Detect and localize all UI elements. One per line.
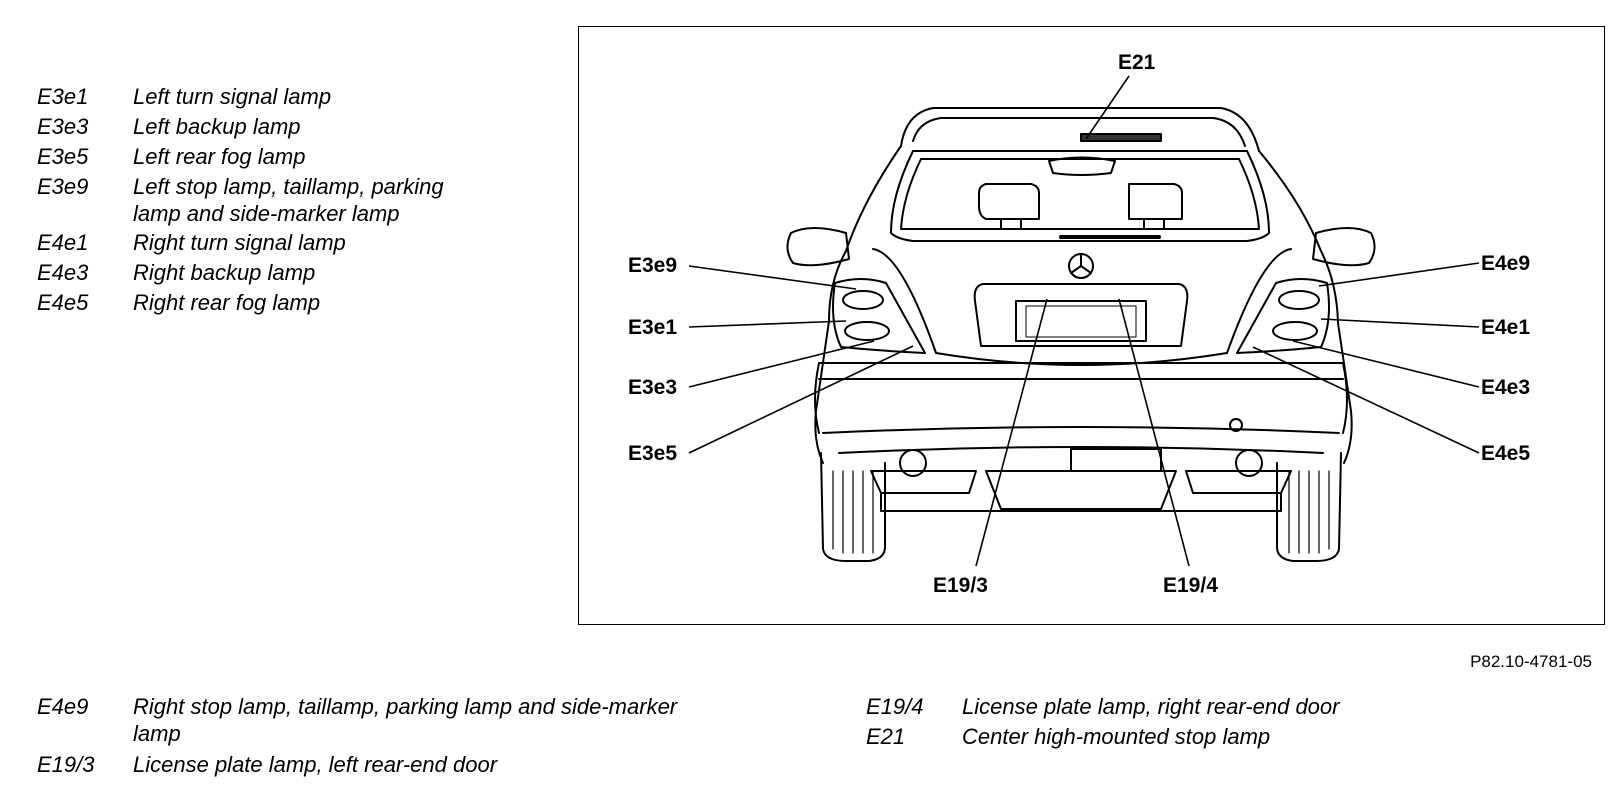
- legend-description-continued: lamp and side-marker lamp: [133, 201, 400, 226]
- legend-code: E21: [866, 724, 906, 749]
- callout-e4e9: E4e9: [1481, 252, 1530, 275]
- legend-description: Left turn signal lamp: [133, 84, 332, 109]
- legend-description: License plate lamp, left rear-end door: [133, 752, 498, 777]
- legend-code: E4e9: [37, 694, 89, 719]
- legend-description: Left rear fog lamp: [133, 144, 306, 169]
- legend-description: Left backup lamp: [133, 114, 301, 139]
- callout-e3e1: E3e1: [628, 316, 677, 339]
- legend-code: E4e1: [37, 230, 89, 255]
- callout-e21: E21: [1118, 51, 1156, 74]
- legend-code: E19/4: [866, 694, 924, 719]
- legend-code: E3e9: [37, 174, 89, 199]
- legend-description: Right rear fog lamp: [133, 290, 321, 315]
- legend-code: E19/3: [37, 752, 95, 777]
- legend-description: Right backup lamp: [133, 260, 316, 285]
- legend-code: E3e5: [37, 144, 89, 169]
- legend-description: Right turn signal lamp: [133, 230, 346, 255]
- legend-code: E3e3: [37, 114, 89, 139]
- callout-e3e5: E3e5: [628, 442, 677, 465]
- leader-lines: [688, 75, 1480, 567]
- legend-description: Left stop lamp, taillamp, parking: [133, 174, 444, 199]
- car-rear-diagram: E21 E3e9 E3e1 E3e3 E3e5 E4e9 E4e1 E4e3 E…: [628, 51, 1530, 597]
- reference-number: P82.10-4781-05: [1470, 652, 1592, 671]
- legend-description: Right stop lamp, taillamp, parking lamp …: [133, 694, 678, 719]
- callout-e4e1: E4e1: [1481, 316, 1530, 339]
- diagram-frame: E21 E3e9 E3e1 E3e3 E3e5 E4e9 E4e1 E4e3 E…: [578, 26, 1605, 625]
- car-rear-outline: [786, 107, 1376, 562]
- legend-description-continued: lamp: [133, 721, 181, 746]
- callout-e19-4: E19/4: [1163, 574, 1218, 597]
- legend-code: E3e1: [37, 84, 89, 109]
- legend-description: License plate lamp, right rear-end door: [962, 694, 1340, 719]
- callout-e3e9: E3e9: [628, 254, 677, 277]
- legend-description: Center high-mounted stop lamp: [962, 724, 1271, 749]
- callout-e3e3: E3e3: [628, 376, 677, 399]
- legend-code: E4e5: [37, 290, 89, 315]
- callout-e4e3: E4e3: [1481, 376, 1530, 399]
- callout-e4e5: E4e5: [1481, 442, 1530, 465]
- legend-code: E4e3: [37, 260, 89, 285]
- callout-e19-3: E19/3: [933, 574, 988, 597]
